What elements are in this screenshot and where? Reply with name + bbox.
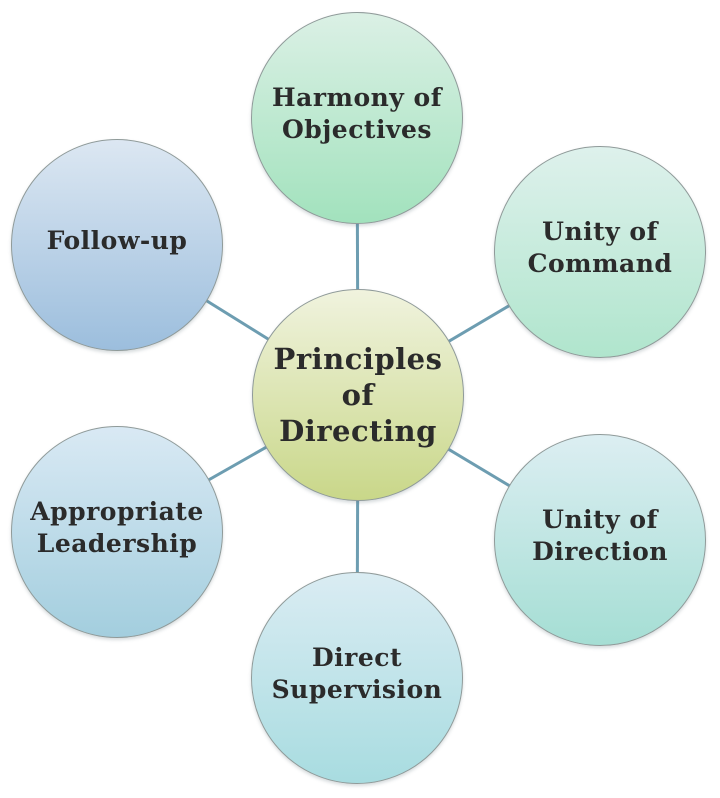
node-appropriate-leadership: Appropriate Leadership [11,426,223,638]
node-harmony-of-objectives: Harmony of Objectives [251,12,463,224]
node-unity-of-direction: Unity of Direction [494,434,706,646]
node-label: Appropriate Leadership [30,497,204,558]
node-label: Unity of Direction [532,505,668,566]
node-label: Principles of Directing [273,341,443,449]
node-label: Harmony of Objectives [272,83,442,144]
node-label: Follow-up [46,226,188,255]
node-follow-up: Follow-up [11,139,223,351]
node-label: Direct Supervision [271,643,443,704]
node-unity-of-command: Unity of Command [494,146,706,358]
node-principles-of-directing: Principles of Directing [252,289,464,501]
node-direct-supervision: Direct Supervision [251,572,463,784]
node-label: Unity of Command [527,217,673,278]
